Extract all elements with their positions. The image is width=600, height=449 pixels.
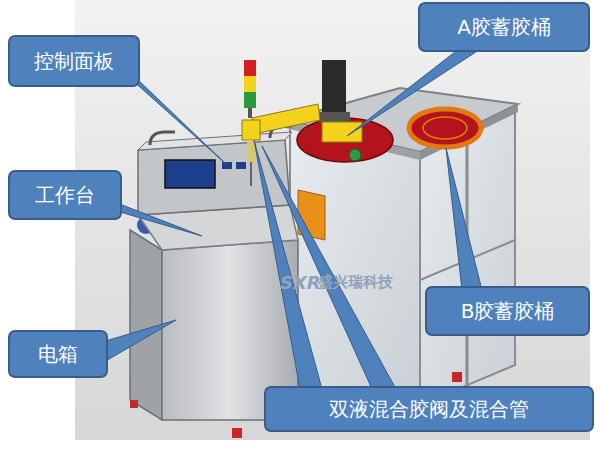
watermark: 盛兴瑞科技: [318, 273, 393, 292]
callout-text: B胶蓄胶桶: [461, 298, 555, 325]
callout-text: 电箱: [38, 341, 78, 368]
callout-box: B胶蓄胶桶: [425, 286, 590, 336]
callout-box: 双液混合胶阀及混合管: [264, 386, 594, 432]
callout-text: 工作台: [35, 182, 95, 209]
callout-text: 双液混合胶阀及混合管: [329, 396, 529, 423]
callout-text: A胶蓄胶桶: [457, 14, 551, 41]
callout-box: 工作台: [8, 170, 122, 220]
callout-box: A胶蓄胶桶: [418, 2, 590, 52]
callout-box: 电箱: [8, 330, 108, 378]
watermark: SXR: [280, 272, 321, 293]
callout-text: 控制面板: [34, 48, 114, 75]
callout-box: 控制面板: [8, 35, 140, 87]
